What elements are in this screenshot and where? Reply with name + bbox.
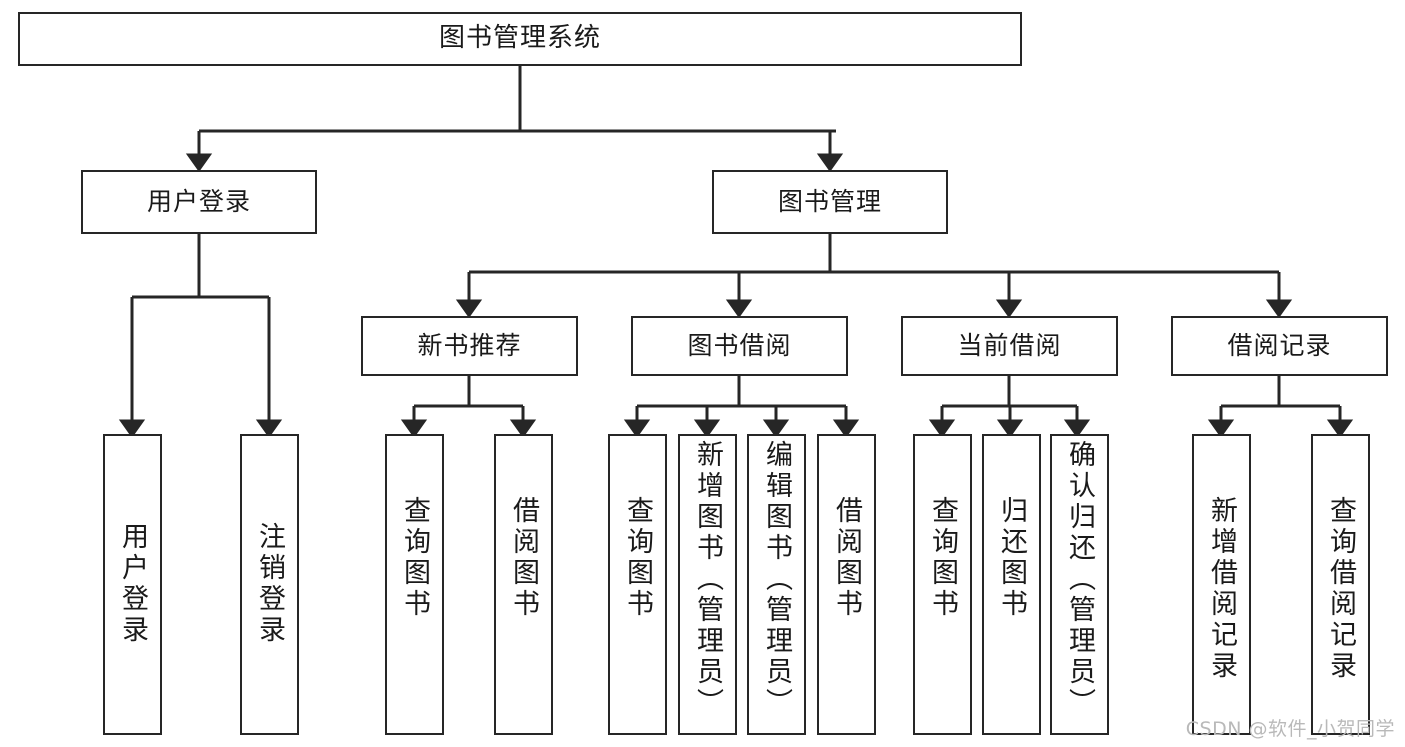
node-leaf-query-book-3-label: 查询图书 (927, 496, 958, 620)
node-leaf-query-book-2-label: 查询图书 (622, 496, 653, 620)
node-leaf-confirm-return-admin-label: 确认归还（管理员） (1064, 440, 1095, 719)
node-current-borrow[interactable]: 当前借阅 (901, 316, 1118, 376)
node-leaf-query-borrow-record[interactable]: 查询借阅记录 (1311, 434, 1370, 735)
node-leaf-user-login[interactable]: 用户登录 (103, 434, 162, 735)
node-leaf-query-borrow-record-label: 查询借阅记录 (1325, 496, 1356, 682)
node-user-login-label: 用户登录 (146, 187, 251, 216)
node-current-borrow-label: 当前借阅 (957, 331, 1062, 360)
node-leaf-query-book-1-label: 查询图书 (399, 496, 430, 620)
node-leaf-query-book-1[interactable]: 查询图书 (385, 434, 444, 735)
node-leaf-edit-book-admin[interactable]: 编辑图书（管理员） (747, 434, 806, 735)
node-leaf-logout-login[interactable]: 注销登录 (240, 434, 299, 735)
csdn-watermark: CSDN @软件_小贺同学 (1185, 718, 1395, 740)
node-leaf-user-login-label: 用户登录 (117, 522, 148, 646)
node-leaf-edit-book-admin-label: 编辑图书（管理员） (761, 440, 792, 719)
node-book-borrow-label: 图书借阅 (687, 331, 792, 360)
node-leaf-logout-login-label: 注销登录 (254, 522, 285, 646)
node-leaf-add-book-admin-label: 新增图书（管理员） (692, 440, 723, 719)
node-leaf-return-book-label: 归还图书 (996, 496, 1027, 620)
node-leaf-borrow-book-2-label: 借阅图书 (831, 496, 862, 620)
node-root-label: 图书管理系统 (438, 23, 601, 54)
node-book-manage-label: 图书管理 (777, 187, 882, 216)
node-borrow-record[interactable]: 借阅记录 (1171, 316, 1388, 376)
node-user-login[interactable]: 用户登录 (81, 170, 317, 234)
node-borrow-record-label: 借阅记录 (1227, 331, 1332, 360)
node-leaf-return-book[interactable]: 归还图书 (982, 434, 1041, 735)
node-leaf-query-book-2[interactable]: 查询图书 (608, 434, 667, 735)
node-leaf-add-borrow-record[interactable]: 新增借阅记录 (1192, 434, 1251, 735)
node-root[interactable]: 图书管理系统 (18, 12, 1022, 66)
node-leaf-confirm-return-admin[interactable]: 确认归还（管理员） (1050, 434, 1109, 735)
node-leaf-borrow-book-1[interactable]: 借阅图书 (494, 434, 553, 735)
node-new-book-recommend-label: 新书推荐 (417, 331, 522, 360)
node-new-book-recommend[interactable]: 新书推荐 (361, 316, 578, 376)
node-leaf-add-borrow-record-label: 新增借阅记录 (1206, 496, 1237, 682)
node-book-borrow[interactable]: 图书借阅 (631, 316, 848, 376)
node-leaf-borrow-book-2[interactable]: 借阅图书 (817, 434, 876, 735)
node-leaf-query-book-3[interactable]: 查询图书 (913, 434, 972, 735)
node-book-manage[interactable]: 图书管理 (712, 170, 948, 234)
node-leaf-borrow-book-1-label: 借阅图书 (508, 496, 539, 620)
node-leaf-add-book-admin[interactable]: 新增图书（管理员） (678, 434, 737, 735)
